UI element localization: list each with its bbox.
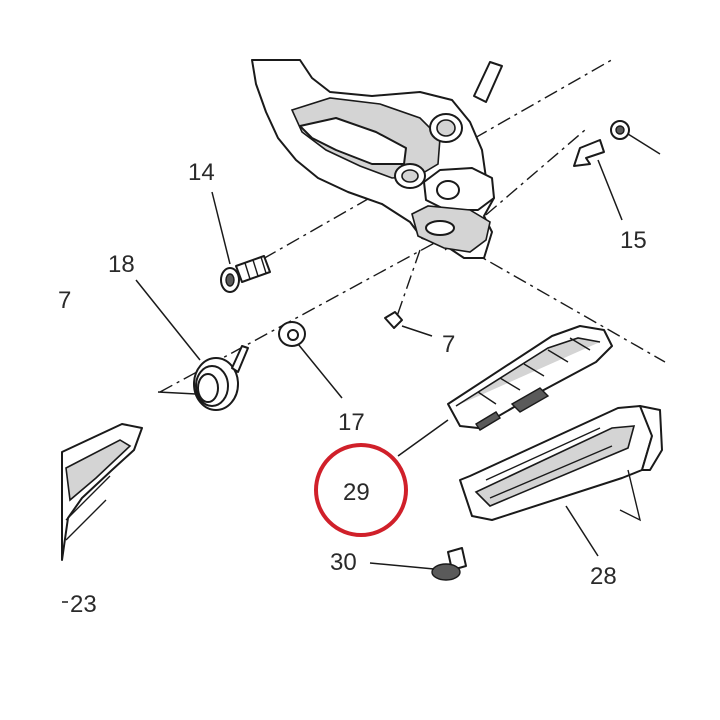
label-14: 14 (188, 159, 215, 186)
label-7-left: 7 (58, 287, 71, 314)
washer-17 (278, 321, 306, 347)
label-29: 29 (343, 479, 370, 506)
clip-7 (384, 311, 403, 329)
label-17: 17 (338, 409, 365, 436)
label-15: 15 (620, 227, 647, 254)
footpeg-28 (459, 405, 663, 522)
label-28: 28 (590, 563, 617, 590)
bolt-14 (220, 255, 271, 293)
screw-30 (431, 547, 467, 581)
partial-part-23 (61, 423, 143, 561)
label-18: 18 (108, 251, 135, 278)
part-labels: 14 15 18 7 7 17 29 30 28 23 (58, 159, 647, 618)
label-7-center: 7 (442, 331, 455, 358)
footpeg-bracket (251, 59, 503, 259)
footpeg-rubber-29 (447, 325, 613, 431)
label-30: 30 (330, 549, 357, 576)
highlight-circle (314, 443, 408, 537)
torsion-spring-18 (157, 345, 249, 411)
leader-lines (62, 159, 623, 603)
clip-screw-15 (573, 120, 661, 167)
label-23: 23 (70, 591, 97, 618)
